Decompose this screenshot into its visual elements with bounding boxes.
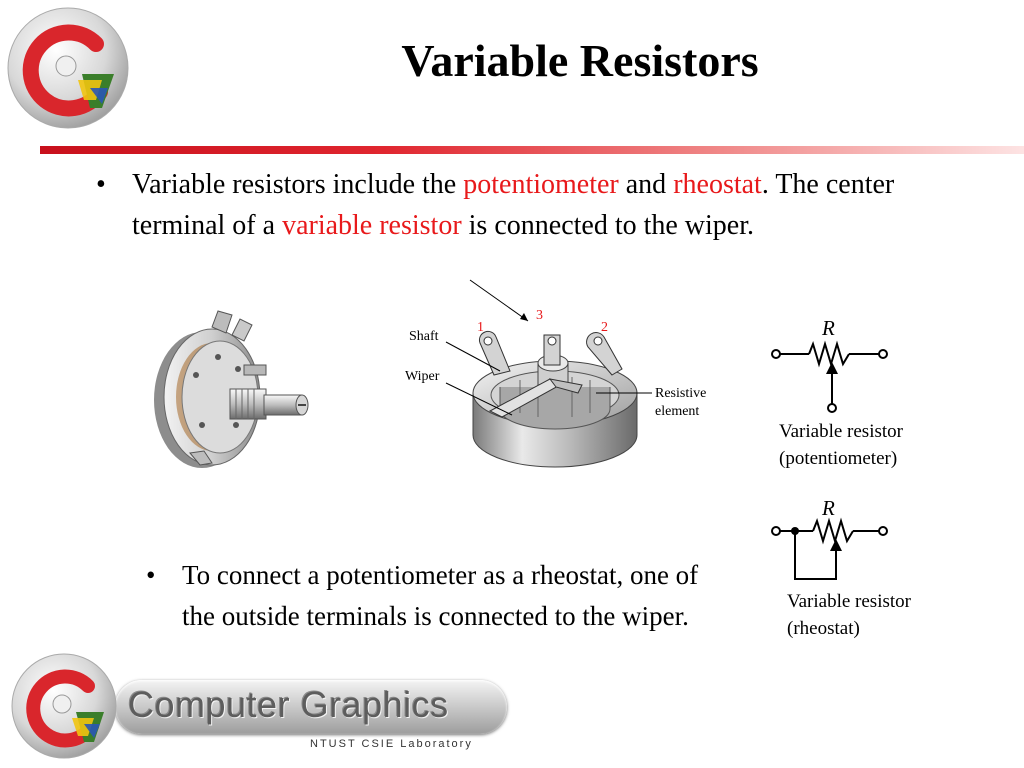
title-divider: [40, 146, 1024, 154]
footer-logo-subtitle: NTUST CSIE Laboratory: [310, 738, 473, 750]
wiper-label: Wiper: [405, 369, 440, 384]
potentiometer-photo: [154, 310, 309, 468]
term-potentiometer: potentiometer: [463, 169, 619, 200]
bullet-text: Variable resistors include the potentiom…: [132, 169, 895, 241]
potentiometer-cutaway-diagram: [445, 279, 652, 468]
terminal-1-label: 1: [477, 320, 484, 335]
rheostat-caption-1: Variable resistor: [787, 591, 911, 612]
rheostat-r-label: R: [822, 496, 835, 520]
term-rheostat: rheostat: [673, 169, 762, 200]
bullet-marker: •: [146, 560, 156, 590]
bullet-rheostat-connection: • To connect a potentiometer as a rheost…: [146, 555, 706, 637]
potentiometer-r-label: R: [822, 316, 835, 340]
footer-logo-text: Computer Graphics: [128, 684, 449, 725]
terminal-3-label: 3: [536, 308, 543, 323]
footer-cg-logo-icon: [11, 653, 117, 759]
potentiometer-caption-1: Variable resistor: [779, 421, 903, 442]
bullet-text: To connect a potentiometer as a rheostat…: [182, 560, 699, 631]
slide-title: Variable Resistors: [401, 35, 759, 86]
rheostat-symbol: [771, 517, 888, 580]
resistive-label-line2: element: [655, 404, 700, 419]
bullet-marker: •: [96, 169, 106, 200]
term-variable-resistor: variable resistor: [282, 210, 462, 241]
terminal-2-label: 2: [601, 320, 608, 335]
potentiometer-caption-2: (potentiometer): [779, 448, 898, 469]
rheostat-caption-2: (rheostat): [787, 618, 860, 639]
footer-logo-bar: [115, 680, 507, 734]
bullet-variable-resistors: • Variable resistors include the potenti…: [96, 164, 926, 246]
resistive-label-line1: Resistive: [655, 386, 707, 401]
shaft-label: Shaft: [409, 329, 439, 344]
potentiometer-symbol: [771, 340, 888, 413]
cg-logo-icon: [7, 7, 129, 129]
